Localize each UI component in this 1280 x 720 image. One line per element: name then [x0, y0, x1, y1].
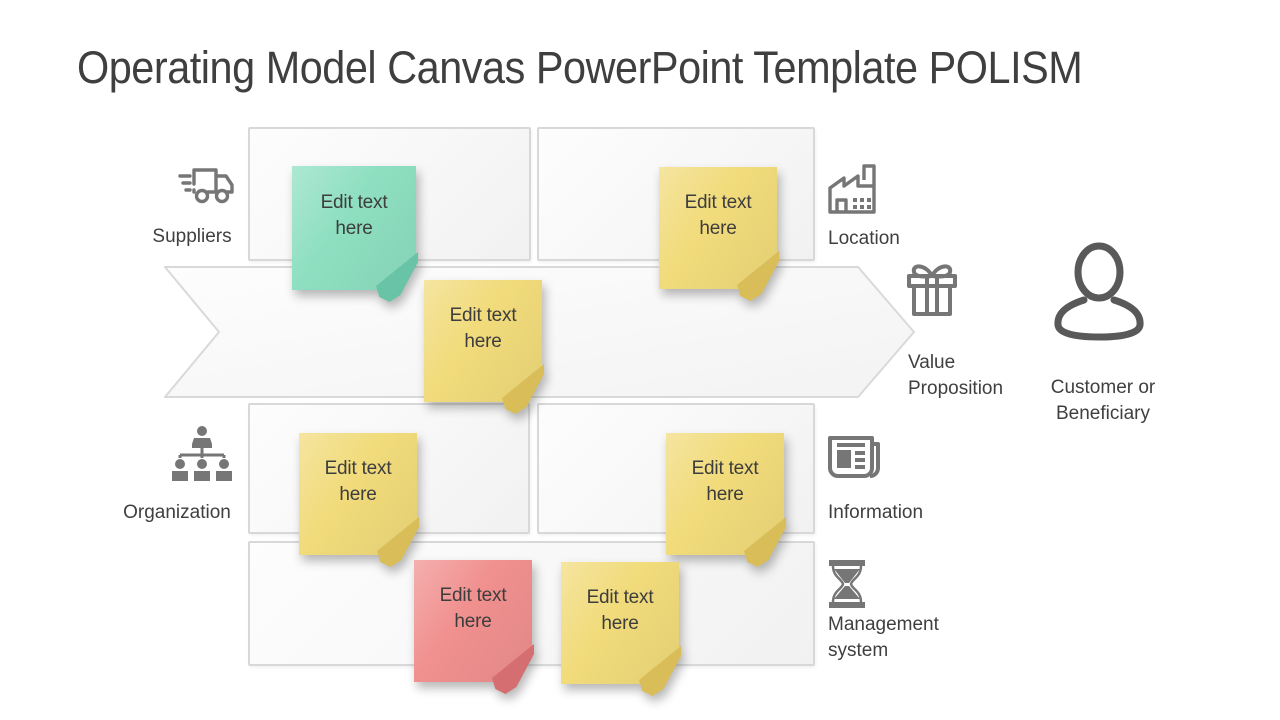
information-label: Information	[828, 502, 924, 523]
location-label: Location	[828, 228, 900, 249]
sticky-note-paper	[292, 166, 416, 290]
sticky-note-management-left[interactable]: Edit text here	[414, 560, 534, 694]
sticky-note-information[interactable]: Edit text here	[666, 433, 786, 567]
customer-label: Customer or Beneficiary	[1050, 377, 1156, 424]
sticky-note-location[interactable]: Edit text here	[659, 167, 779, 301]
truck-icon	[178, 168, 234, 204]
org-chart-icon	[172, 426, 232, 481]
sticky-note-suppliers[interactable]: Edit text here	[292, 166, 418, 302]
sticky-note-text[interactable]: Edit text here	[691, 458, 759, 505]
sticky-note-text[interactable]: Edit text here	[586, 587, 654, 634]
sticky-note-paper	[414, 560, 532, 682]
sticky-note-organization[interactable]: Edit text here	[299, 433, 419, 567]
value-proposition-label: Value Proposition	[908, 352, 1004, 399]
page-title: Operating Model Canvas PowerPoint Templa…	[77, 42, 1083, 93]
sticky-note-text[interactable]: Edit text here	[324, 458, 392, 505]
gift-icon	[907, 264, 957, 316]
person-icon	[1054, 242, 1144, 341]
newspaper-icon	[828, 436, 880, 478]
sticky-note-text[interactable]: Edit text here	[449, 305, 517, 352]
sticky-note-text[interactable]: Edit text here	[684, 192, 752, 239]
suppliers-label: Suppliers	[152, 226, 232, 247]
sticky-note-text[interactable]: Edit text here	[320, 192, 388, 239]
organization-label: Organization	[123, 502, 231, 523]
sticky-note-management-right[interactable]: Edit text here	[561, 562, 681, 696]
sticky-note-text[interactable]: Edit text here	[439, 585, 507, 632]
management-system-label: Management system	[828, 614, 939, 661]
sticky-note-process-arrow[interactable]: Edit text here	[424, 280, 544, 414]
factory-icon	[828, 164, 876, 214]
hourglass-icon	[829, 560, 865, 608]
